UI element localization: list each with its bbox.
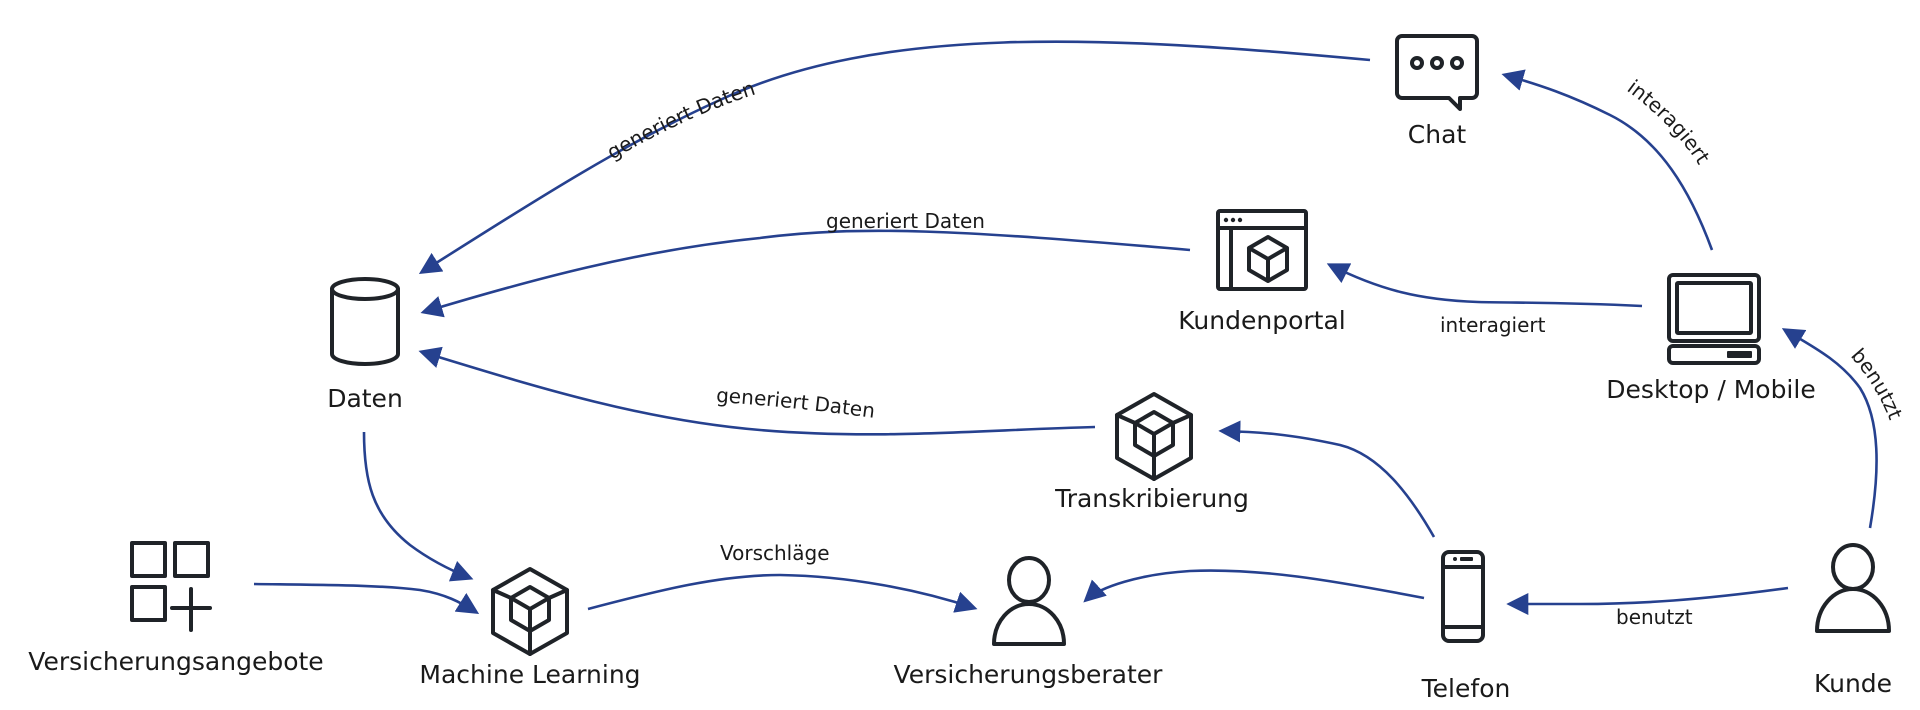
browser-window-cube-icon: [1216, 209, 1308, 291]
edge-transkribierung-to-daten: [418, 346, 1096, 436]
node-label-versicherungsberater: Versicherungsberater: [894, 660, 1164, 689]
user-icon: [992, 556, 1066, 646]
node-machine-learning[interactable]: Machine Learning: [419, 567, 641, 689]
node-label-daten: Daten: [327, 384, 403, 413]
edge-labels: generiert Daten generiert Daten generier…: [603, 75, 1908, 629]
node-versicherungsangebote[interactable]: Versicherungsangebote: [28, 541, 324, 676]
edge-kunde-to-desktop: [1781, 328, 1878, 529]
node-transkribierung[interactable]: Transkribierung: [1054, 392, 1249, 513]
add-grid-icon: [130, 541, 212, 632]
node-label-kundenportal: Kundenportal: [1178, 306, 1345, 335]
node-label-versicherungsangebote: Versicherungsangebote: [28, 647, 323, 676]
node-desktop-mobile[interactable]: Desktop / Mobile: [1606, 273, 1816, 404]
node-telefon[interactable]: Telefon: [1421, 550, 1511, 703]
node-label-transkribierung: Transkribierung: [1054, 484, 1249, 513]
edge-ml-to-versicherungsberater: [587, 573, 978, 613]
edge-desktop-to-chat: [1501, 69, 1714, 251]
database-cylinder-icon: [330, 277, 400, 366]
node-label-kunde: Kunde: [1814, 669, 1892, 698]
chat-bubble-icon: [1395, 34, 1479, 111]
edge-daten-to-ml: [362, 431, 474, 582]
edge-kundenportal-to-daten: [420, 229, 1191, 318]
edge-label-transkribierung-daten: generiert Daten: [716, 383, 877, 423]
edge-kunde-to-telefon: [1506, 586, 1789, 615]
node-kundenportal[interactable]: Kundenportal: [1178, 209, 1346, 335]
edges: [253, 40, 1878, 615]
node-versicherungsberater[interactable]: Versicherungsberater: [894, 556, 1164, 689]
node-label-desktop-mobile: Desktop / Mobile: [1606, 375, 1815, 404]
node-label-chat: Chat: [1408, 120, 1467, 149]
nested-cube-icon: [491, 567, 569, 656]
edge-angebote-to-ml: [253, 582, 480, 614]
user-icon: [1815, 543, 1891, 633]
edge-label-chat-daten: generiert Daten: [603, 76, 758, 164]
edge-label-desktop-kundenportal: interagiert: [1440, 313, 1546, 337]
edge-telefon-to-transkribierung: [1218, 420, 1436, 538]
edge-label-kunde-telefon: benutzt: [1616, 605, 1693, 629]
node-label-telefon: Telefon: [1421, 674, 1511, 703]
node-daten[interactable]: Daten: [327, 277, 403, 413]
edge-chat-to-daten: [418, 40, 1371, 274]
edge-telefon-to-versicherungsberater: [1083, 569, 1425, 603]
smartphone-icon: [1441, 550, 1485, 643]
node-kunde[interactable]: Kunde: [1814, 543, 1892, 698]
edge-label-ml-berater: Vorschläge: [720, 541, 830, 565]
node-label-machine-learning: Machine Learning: [419, 660, 640, 689]
desktop-computer-icon: [1667, 273, 1761, 365]
edge-label-kundenportal-daten: generiert Daten: [826, 209, 985, 233]
edge-label-desktop-chat: interagiert: [1623, 75, 1715, 169]
edge-desktop-to-kundenportal: [1326, 263, 1643, 308]
node-chat[interactable]: Chat: [1395, 34, 1479, 149]
nested-cube-icon: [1115, 392, 1193, 481]
